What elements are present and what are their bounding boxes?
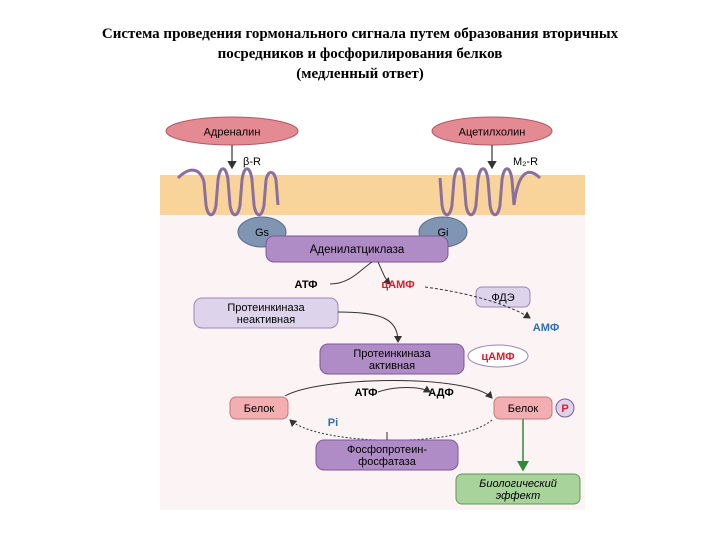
hormone-left-label: Адреналин <box>204 127 261 139</box>
hormone-right-label: Ацетилхолин <box>459 127 526 139</box>
title-line-2: посредников и фосфорилирования белков <box>217 46 503 62</box>
phosphatase-line2: фосфатаза <box>358 456 417 468</box>
page-title: Система проведения гормонального сигнала… <box>0 24 720 84</box>
atp-top-label: АТФ <box>294 279 317 291</box>
receptor-left-label: β-R <box>243 156 261 168</box>
adenylate-cyclase-label: Аденилатциклаза <box>310 244 405 256</box>
title-line-1: Система проведения гормонального сигнала… <box>101 26 619 42</box>
g-protein-right-label: Gi <box>438 227 449 239</box>
arrow-camp-to-amp <box>424 286 531 319</box>
arrow-to-pk-active <box>337 311 402 343</box>
receptor-coil-right <box>438 167 542 217</box>
atp-mid-label: АТФ <box>354 387 377 399</box>
pk-active-line1: Протеинкиназа <box>353 348 431 360</box>
effect-line2: эффект <box>496 490 541 502</box>
phosphatase-line1: Фосфопротеин- <box>347 444 427 456</box>
arrow-phosphorylation <box>284 380 493 399</box>
pk-active-box <box>319 343 465 375</box>
pk-inactive-box <box>193 297 339 329</box>
pde-label: ФДЭ <box>491 292 514 304</box>
pk-inactive-line1: Протеинкиназа <box>227 302 305 314</box>
arrow-atp-to-adp <box>377 385 431 393</box>
effect-line1: Биологический <box>479 478 557 490</box>
arrow-ac-to-camp <box>377 261 391 285</box>
receptor-right-label: M₂-R <box>513 156 538 168</box>
adp-mid-label: АДФ <box>428 387 453 399</box>
pi-label: Pi <box>328 417 338 429</box>
adenylate-cyclase-box <box>265 235 449 263</box>
effect-box <box>455 473 581 505</box>
protein-right-label: Белок <box>508 403 539 415</box>
phosphate-label: P <box>561 403 568 415</box>
pk-active-line2: активная <box>369 360 415 372</box>
arrow-atp-to-ac <box>329 261 373 285</box>
camp-badge-label: цАМФ <box>481 351 514 363</box>
title-line-3: (медленный ответ) <box>296 66 424 82</box>
camp-top-label: цАМФ <box>381 279 414 291</box>
amp-label: АМФ <box>533 322 560 334</box>
protein-left-box <box>229 396 289 420</box>
pk-inactive-line2: неактивная <box>237 314 295 326</box>
protein-left-label: Белок <box>244 403 275 415</box>
camp-badge <box>467 344 529 368</box>
g-protein-left-label: Gs <box>255 227 270 239</box>
phosphate-badge <box>555 398 575 418</box>
receptor-coil-left <box>176 167 280 217</box>
